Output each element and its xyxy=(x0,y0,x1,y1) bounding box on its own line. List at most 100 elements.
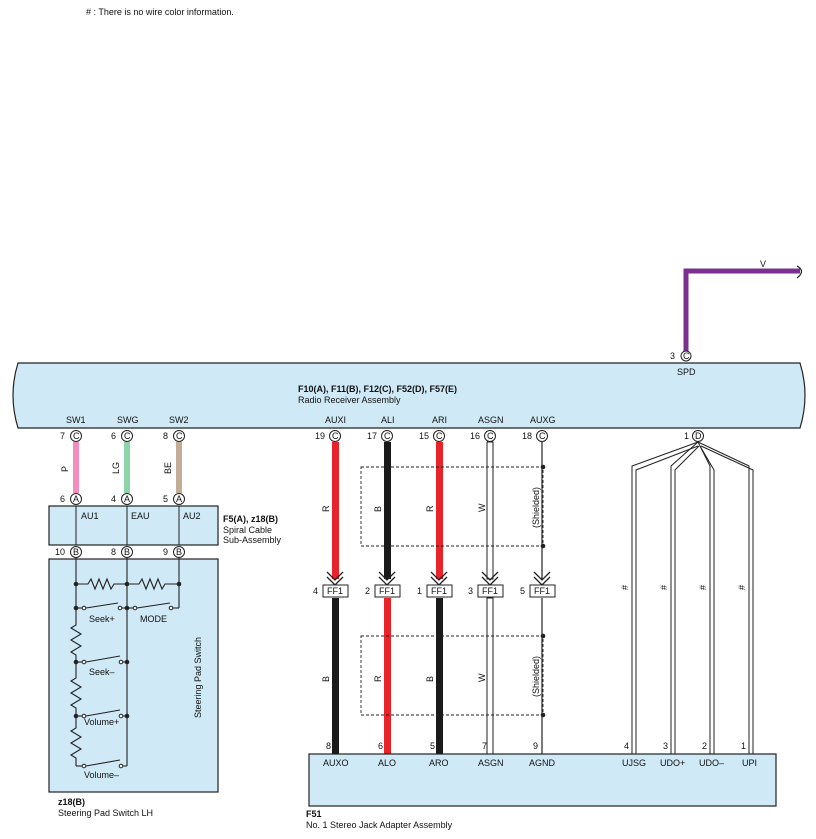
svg-text:1: 1 xyxy=(684,431,689,441)
svg-text:16: 16 xyxy=(470,431,480,441)
radio-pin-name-sw2: SW2 xyxy=(169,415,189,425)
wire-ari-upper xyxy=(436,442,443,579)
ff1-auxg: FF1 5 xyxy=(520,571,556,598)
svg-text:B: B xyxy=(73,547,79,557)
jack-pins: 8 6 5 7 9 4 3 2 1 xyxy=(326,741,746,751)
radio-pin-ari: 15 C xyxy=(419,430,445,442)
svg-text:FF1: FF1 xyxy=(431,586,447,596)
wire-label-auxi-upper: R xyxy=(321,505,331,512)
svg-text:C: C xyxy=(332,431,339,441)
wire-auxi-upper xyxy=(332,442,339,579)
ff1-ali: FF1 2 xyxy=(365,571,401,598)
wire-label-agnd-lower: (Shielded) xyxy=(531,656,541,697)
jack-connector-title: F51 xyxy=(306,809,322,819)
svg-text:6: 6 xyxy=(111,431,116,441)
ff1-auxi: FF1 4 xyxy=(313,571,349,598)
shield-upper xyxy=(360,466,544,547)
jack-pin-names: AUXO ALO ARO ASGN AGND UJSG UDO+ UDO– UP… xyxy=(323,758,757,768)
d-wire-label-3: # xyxy=(698,585,708,590)
jack-connector-name: No. 1 Stereo Jack Adapter Assembly xyxy=(306,820,453,830)
svg-text:UDO–: UDO– xyxy=(699,758,724,768)
svg-text:A: A xyxy=(176,494,182,504)
svg-text:4: 4 xyxy=(313,586,318,596)
wire-asgn-lower xyxy=(486,597,494,755)
svg-text:FF1: FF1 xyxy=(327,586,343,596)
svg-text:5: 5 xyxy=(163,494,168,504)
svg-text:18: 18 xyxy=(522,431,532,441)
shield-lower xyxy=(360,635,544,716)
svg-text:2: 2 xyxy=(702,741,707,751)
svg-text:UJSG: UJSG xyxy=(622,758,646,768)
svg-text:2: 2 xyxy=(365,586,370,596)
svg-text:1: 1 xyxy=(417,586,422,596)
svg-text:UDO+: UDO+ xyxy=(660,758,685,768)
radio-pin-name-swg: SWG xyxy=(117,415,139,425)
svg-text:8: 8 xyxy=(326,741,331,751)
radio-receiver-box xyxy=(12,362,806,429)
wire-alo-lower xyxy=(384,598,391,754)
steering-wires-upper: P LG BE xyxy=(60,442,182,493)
spiral-name-line2: Sub-Assembly xyxy=(223,535,282,545)
svg-text:D: D xyxy=(695,431,702,441)
svg-text:B: B xyxy=(176,547,182,557)
svg-text:C: C xyxy=(384,431,391,441)
svg-text:9: 9 xyxy=(163,547,168,557)
svg-text:8: 8 xyxy=(163,431,168,441)
d-wire-label-2: # xyxy=(659,585,669,590)
steering-connector-title: z18(B) xyxy=(58,797,85,807)
svg-text:C: C xyxy=(436,431,443,441)
wire-label-auxo-lower: B xyxy=(321,676,331,682)
wire-label-lg: LG xyxy=(111,462,121,474)
spiral-pin-name-au2: AU2 xyxy=(183,511,201,521)
wire-aro-lower xyxy=(436,598,443,754)
svg-text:A: A xyxy=(124,494,130,504)
svg-text:6: 6 xyxy=(60,494,65,504)
spd-pin-name: SPD xyxy=(677,367,696,377)
switch-label-volume-plus: Volume+ xyxy=(84,717,119,727)
steering-vertical-label: Steering Pad Switch xyxy=(193,637,203,718)
svg-text:AUXO: AUXO xyxy=(323,758,349,768)
svg-text:15: 15 xyxy=(419,431,429,441)
svg-text:4: 4 xyxy=(111,494,116,504)
svg-text:3: 3 xyxy=(663,741,668,751)
ff1-connectors: FF1 4 FF1 2 FF1 1 FF1 3 FF1 5 xyxy=(313,571,556,598)
d-wire-label-4: # xyxy=(737,585,747,590)
radio-pin-name-ari: ARI xyxy=(432,415,447,425)
audio-wires-lower: B R B W (Shielded) xyxy=(321,597,546,755)
svg-text:10: 10 xyxy=(55,547,65,557)
spd-wire: V xyxy=(683,259,803,351)
radio-assembly-name: Radio Receiver Assembly xyxy=(298,395,401,405)
spd-pin: 3 C SPD xyxy=(670,350,696,377)
spiral-pin-10b: 10 B xyxy=(55,546,82,558)
svg-text:7: 7 xyxy=(482,741,487,751)
svg-text:C: C xyxy=(176,431,183,441)
wire-label-asgn-upper: W xyxy=(477,503,487,512)
svg-text:C: C xyxy=(73,431,80,441)
svg-text:3: 3 xyxy=(468,586,473,596)
steering-connector-name: Steering Pad Switch LH xyxy=(58,808,153,818)
svg-text:19: 19 xyxy=(315,431,325,441)
stereo-jack-adapter-box xyxy=(308,753,777,807)
svg-text:FF1: FF1 xyxy=(379,586,395,596)
spiral-pin-name-au1: AU1 xyxy=(81,511,99,521)
svg-text:A: A xyxy=(73,494,79,504)
switch-label-seek-plus: Seek+ xyxy=(89,614,115,624)
svg-text:9: 9 xyxy=(533,741,538,751)
ff1-ari: FF1 1 xyxy=(417,571,453,598)
d-wire-labels: # # # # xyxy=(620,585,747,590)
ff1-asgn: FF1 3 xyxy=(468,571,504,598)
spd-wire-label: V xyxy=(760,259,766,269)
switch-label-mode: MODE xyxy=(140,614,167,624)
steering-junctions xyxy=(73,581,182,719)
spd-pin-number: 3 xyxy=(670,351,675,361)
wire-asgn-upper xyxy=(486,441,494,580)
wire-label-alo-lower: R xyxy=(373,675,383,682)
